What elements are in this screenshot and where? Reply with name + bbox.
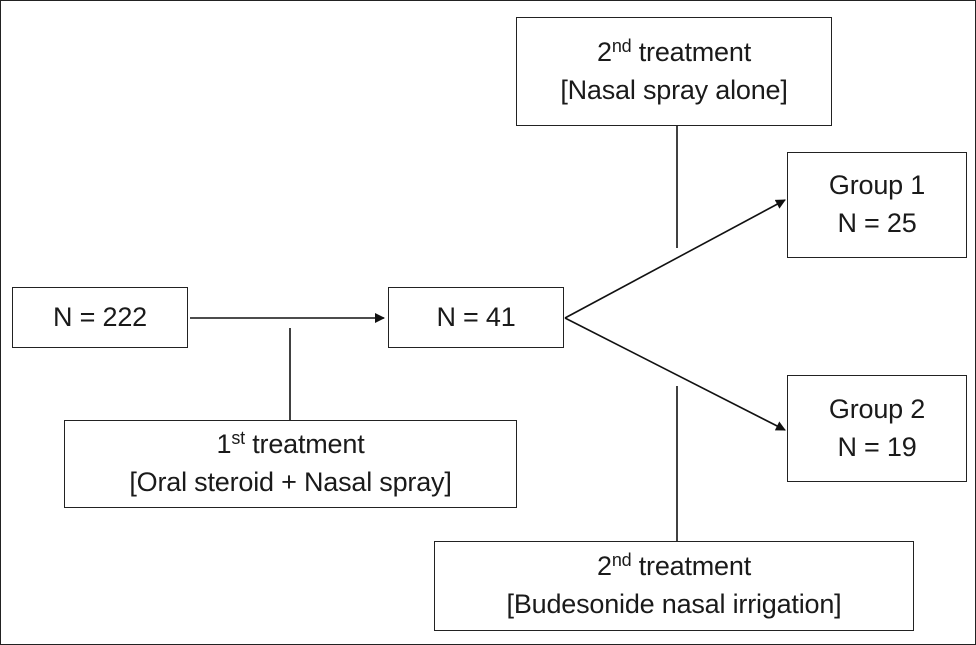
group1-count: N = 25	[837, 208, 917, 238]
first-treatment-title: 1st treatment	[217, 426, 365, 464]
group2-name: Group 2	[828, 393, 926, 424]
first-treatment-ordinal-suffix: st	[231, 428, 245, 449]
group2-count: N = 19	[837, 431, 917, 462]
start-node-label: N = 222	[53, 301, 147, 332]
first-treatment-title-text: treatment	[244, 429, 365, 460]
second-treatment-top-title: 2nd treatment	[597, 34, 751, 72]
first-treatment-node: 1st treatment [Oral steroid + Nasal spra…	[64, 420, 517, 508]
second-treatment-top-detail: [Nasal spray alone]	[560, 74, 788, 105]
group1-name: Group 1	[828, 170, 926, 201]
middle-node-label: N = 41	[436, 301, 516, 332]
group2-node: Group 2 N = 19	[787, 375, 967, 482]
start-node: N = 222	[12, 287, 188, 348]
first-treatment-detail: [Oral steroid + Nasal spray]	[129, 467, 452, 497]
second-treatment-top-title-text: treatment	[631, 36, 751, 67]
second-treatment-bottom-ordinal-number: 2	[596, 551, 612, 582]
second-treatment-bottom-title: 2nd treatment	[597, 548, 751, 586]
second-treatment-bottom-title-text: treatment	[631, 551, 751, 582]
arrow-middle-to-group1	[564, 199, 786, 319]
middle-node: N = 41	[388, 287, 564, 348]
arrow-middle-to-group2	[564, 317, 786, 431]
first-treatment-ordinal-number: 1	[216, 429, 232, 460]
second-treatment-top-ordinal-suffix: nd	[611, 35, 632, 56]
second-treatment-bottom-ordinal-suffix: nd	[611, 550, 632, 571]
second-treatment-bottom-node: 2nd treatment [Budesonide nasal irrigati…	[434, 541, 914, 631]
group1-node: Group 1 N = 25	[787, 152, 967, 258]
second-treatment-bottom-detail: [Budesonide nasal irrigation]	[506, 589, 842, 619]
second-treatment-top-ordinal-number: 2	[596, 36, 612, 67]
second-treatment-top-node: 2nd treatment [Nasal spray alone]	[516, 17, 832, 126]
